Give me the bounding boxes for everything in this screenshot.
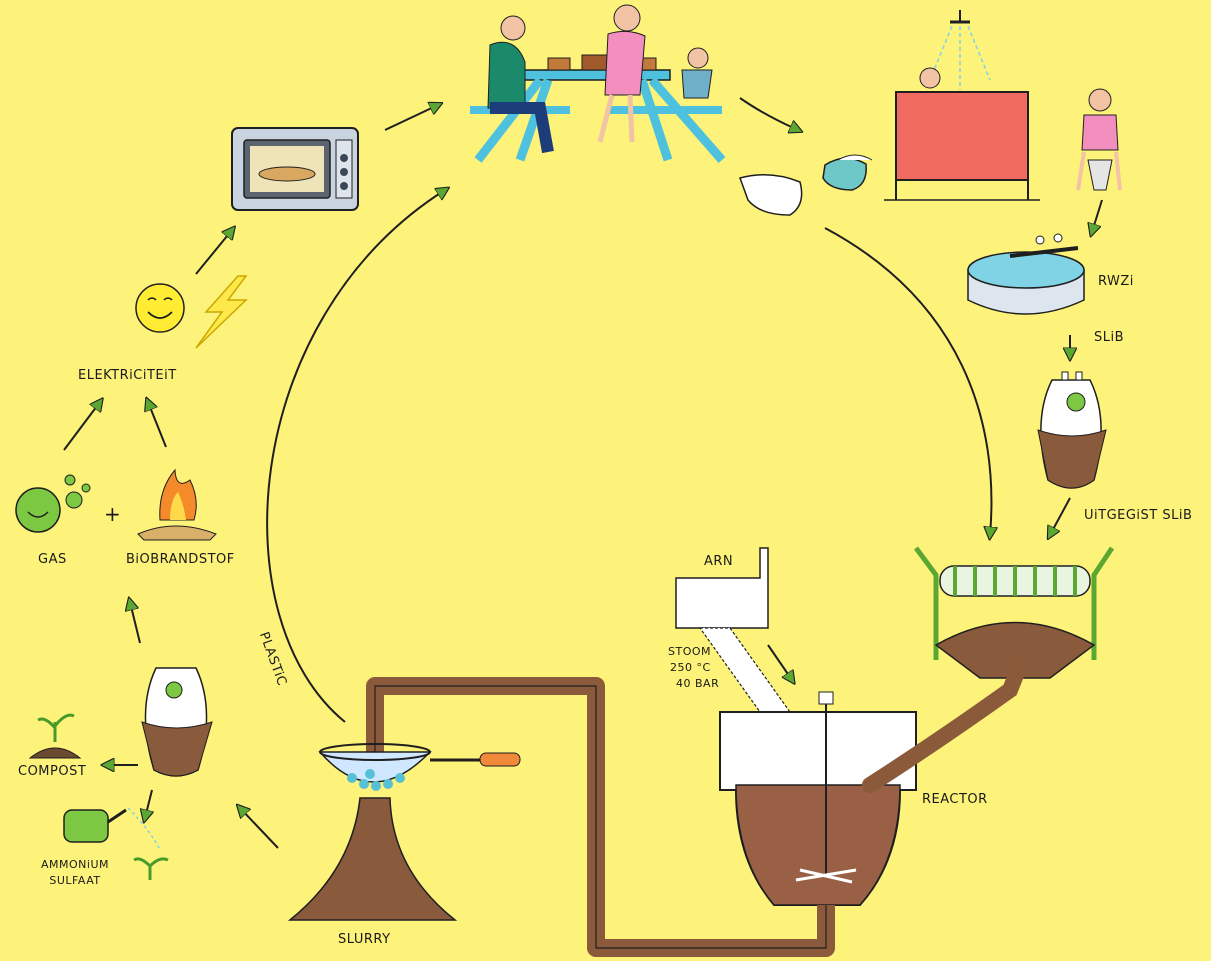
arrow-oven-to-meal — [384, 105, 438, 131]
reactor-icon — [719, 691, 917, 906]
label-temperature: 250 °C — [670, 661, 711, 674]
compost-icon — [28, 713, 82, 759]
sun-icon — [135, 283, 185, 333]
oven-icon — [231, 127, 359, 211]
arrow-slurry-to-digester — [240, 808, 279, 849]
arrow-digester-to-fuel — [130, 602, 141, 644]
arrow-meal-to-diapers — [739, 97, 798, 130]
arrow-gas-to-electricity — [63, 402, 100, 451]
diaper-icon — [739, 154, 873, 216]
gas-bubble-icon — [15, 474, 91, 533]
label-pressure: 40 BAR — [676, 677, 720, 690]
label-slurry: SLURRY — [338, 932, 391, 947]
slurry-pile-icon — [287, 797, 458, 921]
arrow-digester-to-ammonium — [145, 789, 152, 818]
label-ammonium: AMMONiUM — [41, 858, 109, 871]
arrow-toilet-to-rwzi — [1092, 199, 1103, 232]
family-meal-icon — [470, 4, 726, 163]
screw-conveyor-icon — [913, 546, 1115, 679]
label-slib: SLiB — [1094, 330, 1125, 345]
shower-icon — [884, 10, 1040, 201]
label-stoom: STOOM — [668, 645, 712, 658]
digester-icon — [1037, 371, 1107, 489]
arrow-digester-to-reactor — [1050, 497, 1071, 535]
fire-icon — [137, 468, 217, 541]
plastic-return-line — [266, 190, 445, 723]
cycle-arrows — [63, 97, 1103, 849]
arrow-fuel-to-electricity — [148, 402, 167, 448]
label-elektriciteit: ELEKTRiCiTEiT — [78, 368, 177, 383]
label-arn: ARN — [704, 554, 734, 569]
arrow-electricity-to-oven — [195, 230, 232, 275]
rwzi-tank-icon — [967, 233, 1085, 315]
label-plus: + — [104, 502, 122, 526]
watering-can-icon — [63, 807, 169, 880]
label-rwzi: RWZi — [1098, 274, 1134, 289]
slurry-pipes — [366, 657, 1028, 957]
lightning-icon — [195, 275, 248, 349]
label-biobrandstof: BiOBRANDSTOF — [126, 552, 235, 567]
sieve-icon — [318, 743, 521, 791]
factory-icon — [675, 547, 792, 713]
label-uitgegist-slib: UiTGEGiST SLiB — [1084, 508, 1193, 523]
label-compost: COMPOST — [18, 764, 87, 779]
diaper-to-reactor-line — [824, 227, 991, 535]
label-reactor: REACTOR — [922, 792, 988, 807]
arrow-arn-to-reactor — [767, 644, 792, 680]
digester-left-icon — [141, 667, 213, 777]
label-sulfaat: SULFAAT — [49, 874, 101, 887]
label-gas: GAS — [38, 552, 67, 567]
toilet-icon — [1076, 88, 1122, 191]
